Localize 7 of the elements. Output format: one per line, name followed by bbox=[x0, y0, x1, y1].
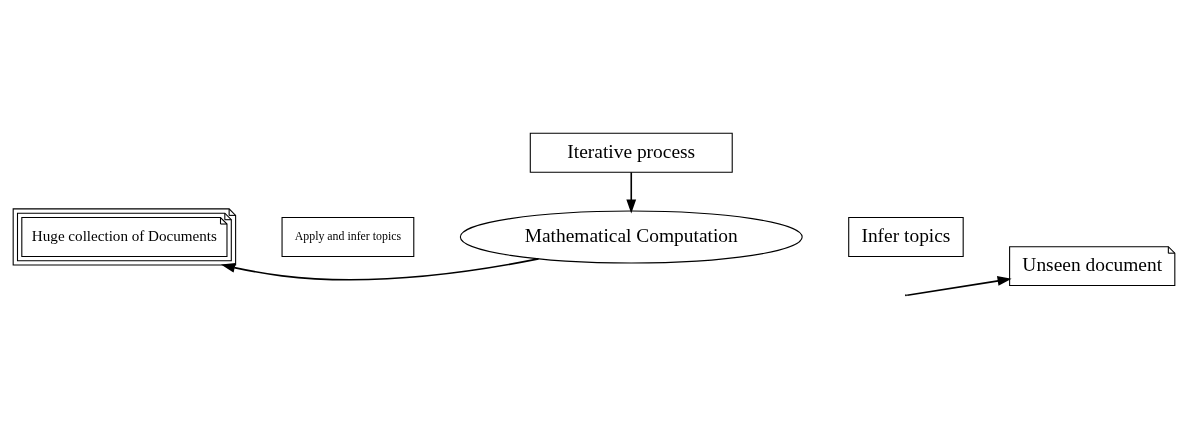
arrow bbox=[626, 171, 637, 214]
node-box: Iterative process bbox=[529, 132, 733, 173]
node-box: Infer topics bbox=[848, 217, 964, 257]
arrow bbox=[906, 276, 1012, 297]
node-ellipse: Mathematical Computation bbox=[459, 210, 803, 264]
node-box: Apply and infer topics bbox=[281, 217, 415, 257]
arrow bbox=[220, 258, 540, 281]
